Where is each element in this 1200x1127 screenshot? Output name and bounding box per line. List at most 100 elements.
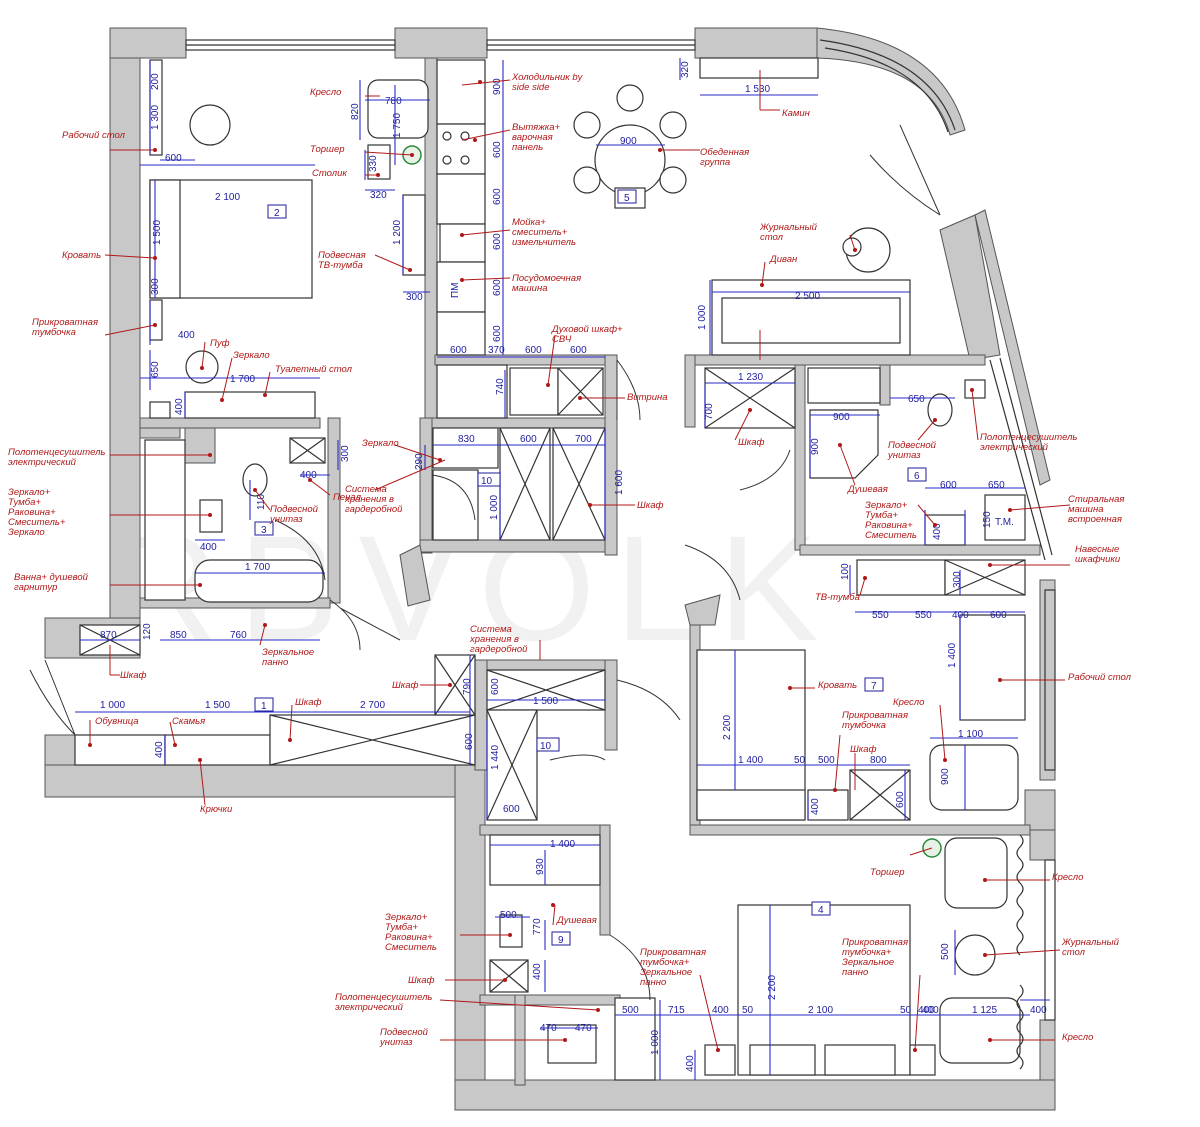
- callout-label: Шкаф: [295, 697, 322, 708]
- dim-label: 600: [570, 345, 587, 356]
- dim-label: 600: [525, 345, 542, 356]
- dim-label: 1 300: [150, 105, 161, 130]
- dim-label: 300: [340, 445, 351, 462]
- dim-label: 1 200: [392, 220, 403, 245]
- dim-label: 200: [150, 73, 161, 90]
- callout-label: Кровать: [818, 680, 857, 691]
- dim-label: 820: [350, 103, 361, 120]
- callout-label: Душевая: [847, 484, 888, 495]
- dim-label: 500: [500, 910, 517, 921]
- dim-label: 400: [1030, 1005, 1047, 1016]
- dim-label: 1 440: [490, 745, 501, 770]
- room-number: 6: [914, 471, 920, 482]
- callout-label: Диван: [769, 254, 798, 265]
- callout-label: Зеркало+Тумба+Раковина+Смеситель: [865, 500, 917, 541]
- callout-label: Обувница: [95, 716, 139, 727]
- dim-label: 1 700: [230, 374, 255, 385]
- dim-label: 400: [200, 542, 217, 553]
- furniture: [74, 57, 1026, 1081]
- dim-label: 1 000: [489, 495, 500, 520]
- callout-label: Крючки: [200, 804, 233, 815]
- dim-label: 300: [952, 571, 963, 588]
- dim-label: 100: [840, 563, 851, 580]
- dim-label: 1 750: [392, 113, 403, 138]
- tm-mark: Т.М.: [995, 517, 1014, 528]
- room-number: 10: [481, 476, 493, 487]
- dim-label: 400: [174, 398, 185, 415]
- dim-label: 400: [932, 523, 943, 540]
- dim-label: 760: [230, 630, 247, 641]
- callout-label: Пуф: [210, 338, 230, 349]
- dim-label: 400: [952, 610, 969, 621]
- callout-label: Зеркало+Тумба+Раковина+Смеситель: [385, 912, 437, 953]
- callout-label: Пенал: [333, 492, 362, 503]
- dim-label: 2 700: [360, 700, 385, 711]
- dim-label: 400: [712, 1005, 729, 1016]
- dim-label: 600: [165, 153, 182, 164]
- dimension-lines: [75, 58, 1050, 1080]
- dim-label: 550: [915, 610, 932, 621]
- dim-label: 1 100: [958, 729, 983, 740]
- dim-label: 600: [520, 434, 537, 445]
- callout-label: Мойка+смеситель+измельчитель: [512, 217, 576, 248]
- dim-label: 470: [575, 1023, 592, 1034]
- doors: [29, 124, 941, 1001]
- dim-label: 110: [256, 494, 267, 510]
- dim-label: 600: [492, 141, 503, 158]
- callout-label: Шкаф: [408, 975, 435, 986]
- dim-label: 50: [900, 1005, 912, 1016]
- room-number: 9: [558, 935, 564, 946]
- pm-mark: ПМ: [450, 282, 461, 298]
- curtains: [1016, 834, 1024, 1070]
- dim-label: 2 200: [722, 715, 733, 740]
- dim-label: 2 200: [767, 975, 778, 1000]
- room-number: 3: [261, 525, 267, 536]
- dim-label: 650: [908, 394, 925, 405]
- dim-label: 715: [668, 1005, 685, 1016]
- callout-label: Туалетный стол: [275, 364, 353, 375]
- callout-label: Зеркало+Тумба+Раковина+Смеситель+Зеркало: [8, 487, 66, 538]
- dim-label: 300: [406, 292, 423, 303]
- callout-label: Душевая: [556, 915, 597, 926]
- dim-label: 300: [150, 278, 161, 295]
- room-number: 10: [540, 741, 552, 752]
- dim-label: 600: [492, 279, 503, 296]
- dim-label: 830: [458, 434, 475, 445]
- dimension-values: 200 1 300 600 2 100 1 500 300 400 650 1 …: [100, 61, 1047, 1072]
- dim-label: 900: [492, 78, 503, 95]
- dim-label: 550: [872, 610, 889, 621]
- callout-label: Столик: [312, 168, 347, 179]
- dim-label: 290: [414, 453, 425, 470]
- dim-label: 740: [495, 378, 506, 395]
- dim-label: 1 000: [697, 305, 708, 330]
- dim-label: 600: [503, 804, 520, 815]
- dim-label: 900: [620, 136, 637, 147]
- callout-label: Шкаф: [738, 437, 765, 448]
- dim-label: 150: [982, 511, 993, 528]
- callout-label: Шкаф: [392, 680, 419, 691]
- dim-label: 400: [685, 1055, 696, 1072]
- dim-label: 50: [794, 755, 806, 766]
- callout-label: Рабочий стол: [1068, 672, 1132, 683]
- dim-label: 790: [462, 678, 473, 695]
- dim-label: 1 400: [738, 755, 763, 766]
- dim-label: 500: [622, 1005, 639, 1016]
- room-number: 5: [624, 193, 630, 204]
- dim-label: 600: [490, 678, 501, 695]
- dim-label: 400: [300, 470, 317, 481]
